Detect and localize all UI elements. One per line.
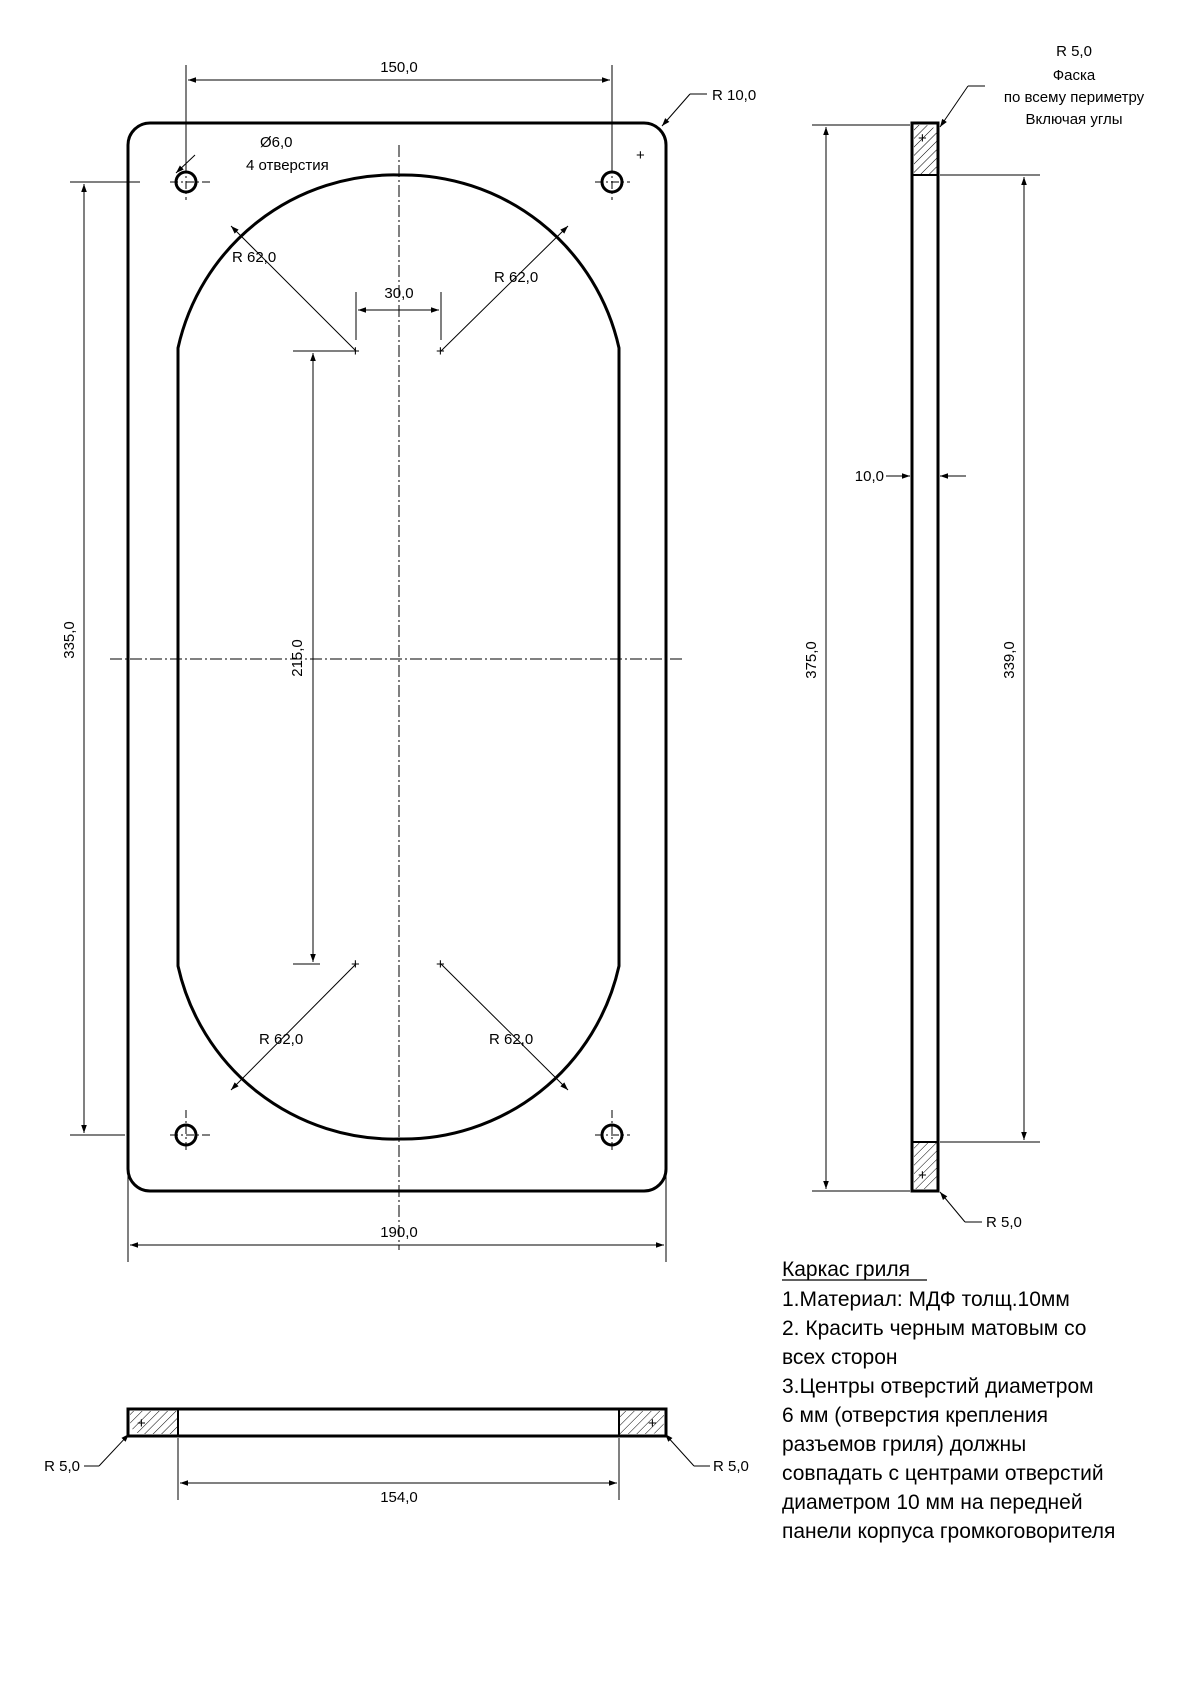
svg-text:150,0: 150,0 (380, 59, 418, 76)
section-radius-left: R 5,0 (44, 1433, 130, 1475)
svg-text:30,0: 30,0 (384, 285, 413, 302)
note-line: 3.Центры отверстий диаметром (782, 1375, 1094, 1398)
svg-text:Включая углы: Включая углы (1025, 111, 1122, 128)
svg-text:R 10,0: R 10,0 (712, 87, 756, 104)
section-radius-right: R 5,0 (664, 1433, 749, 1475)
note-line: разъемов гриля) должны (782, 1433, 1026, 1456)
dim-side-339: 339,0 (940, 174, 1040, 1143)
side-profile (910, 121, 940, 1193)
dim-section-154: 154,0 (177, 1438, 620, 1506)
mounting-hole-br (595, 1110, 630, 1152)
note-line: 1.Материал: МДФ толщ.10мм (782, 1288, 1070, 1311)
notes-block: Каркас гриля 1.Материал: МДФ толщ.10мм 2… (782, 1258, 1115, 1543)
note-line: 6 мм (отверстия крепления (782, 1404, 1048, 1427)
section-view: + + R 5,0 R 5,0 154,0 (44, 1407, 749, 1506)
svg-text:190,0: 190,0 (380, 1224, 418, 1241)
section-profile (126, 1407, 668, 1438)
hole-diameter-label: Ø6,0 (260, 134, 293, 151)
dim-corner-radius: R 10,0 (661, 87, 756, 127)
dim-left-335: 335,0 (61, 181, 140, 1136)
arc-center-mark-tr: + (436, 343, 445, 360)
corner-center-mark: + (636, 147, 645, 164)
dim-side-375: 375,0 (803, 124, 910, 1192)
note-line: панели корпуса громкоговорителя (782, 1520, 1115, 1543)
note-line: всех сторон (782, 1346, 898, 1369)
chamfer-mark-top: + (918, 130, 927, 147)
mounting-hole-tl (170, 165, 210, 200)
svg-text:по всему периметру: по всему периметру (1004, 89, 1145, 106)
arc-radius-bl: R 62,0 (259, 1031, 303, 1048)
svg-text:10,0: 10,0 (855, 468, 884, 485)
dim-center-215: 215,0 (289, 350, 356, 965)
dim-top-150: 150,0 (185, 59, 613, 172)
section-mark-left: + (137, 1415, 146, 1432)
svg-text:335,0: 335,0 (61, 621, 78, 659)
dim-bottom-190: 190,0 (127, 1170, 667, 1262)
svg-text:375,0: 375,0 (803, 641, 820, 679)
arc-radius-tl: R 62,0 (232, 249, 276, 266)
svg-text:R 5,0: R 5,0 (1056, 43, 1092, 60)
note-line: совпадать с центрами отверстий (782, 1462, 1104, 1485)
chamfer-callout: R 5,0 Фаска по всему периметру Включая у… (939, 43, 1145, 128)
svg-text:339,0: 339,0 (1001, 641, 1018, 679)
front-cutout-outline (176, 173, 621, 1141)
side-view: + + R 5,0 Фаска по всему периметру Включ… (803, 43, 1145, 1231)
side-bottom-radius: R 5,0 (939, 1191, 1022, 1231)
svg-text:R 5,0: R 5,0 (44, 1458, 80, 1475)
svg-text:215,0: 215,0 (289, 639, 306, 677)
notes-title: Каркас гриля (782, 1258, 910, 1281)
svg-text:154,0: 154,0 (380, 1489, 418, 1506)
note-line: 2. Красить черным матовым со (782, 1317, 1086, 1340)
arc-center-mark-br: + (436, 956, 445, 973)
arc-radius-br: R 62,0 (489, 1031, 533, 1048)
dim-side-thickness: 10,0 (855, 468, 966, 485)
front-plate-outline (126, 121, 668, 1193)
arc-center-mark-tl: + (351, 343, 360, 360)
section-mark-right: + (648, 1415, 657, 1432)
arc-radius-tr: R 62,0 (494, 269, 538, 286)
mounting-hole-bl (170, 1110, 210, 1152)
svg-text:R 5,0: R 5,0 (713, 1458, 749, 1475)
svg-text:R 5,0: R 5,0 (986, 1214, 1022, 1231)
dim-center-30: 30,0 (355, 285, 442, 340)
front-view: Ø6,0 4 отверстия + 150,0 R 10,0 335,0 (61, 59, 756, 1262)
chamfer-mark-bottom: + (918, 1167, 927, 1184)
note-line: диаметром 10 мм на передней (782, 1491, 1083, 1514)
svg-text:Фаска: Фаска (1053, 67, 1096, 84)
hole-count-label: 4 отверстия (246, 157, 329, 174)
